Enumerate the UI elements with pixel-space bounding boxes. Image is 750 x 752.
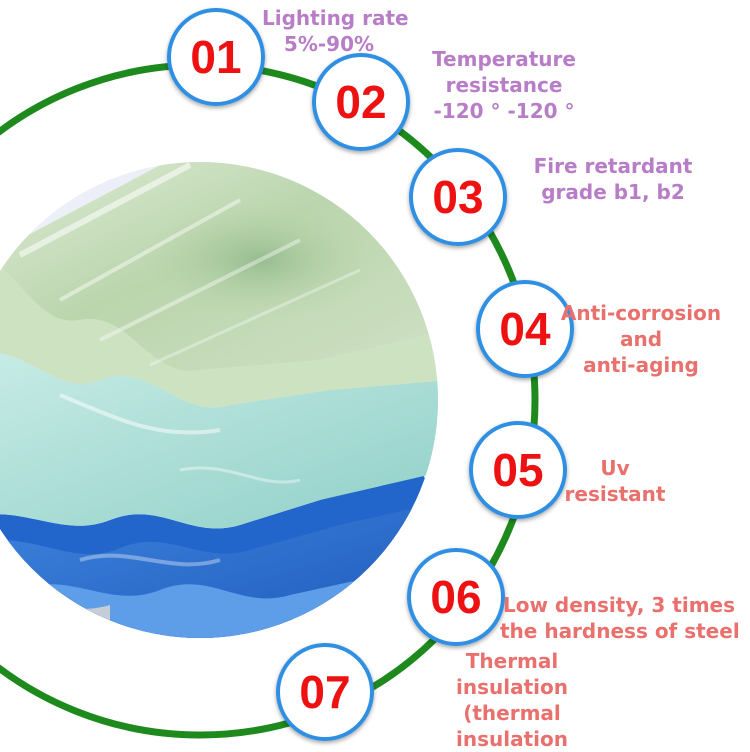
label-line: the hardness of steel — [500, 619, 740, 643]
badge-04: 04 — [476, 280, 574, 378]
label-line: resistance — [445, 73, 563, 97]
label-line: insulation — [456, 675, 568, 699]
label-line: Low density, 3 times — [502, 593, 735, 617]
badge-number: 05 — [492, 444, 544, 496]
label-line: 5%-90% — [283, 32, 375, 56]
label-line: Thermal — [465, 649, 559, 673]
badge-number: 07 — [299, 666, 351, 718]
badge-number: 02 — [335, 76, 387, 128]
label-line: Lighting rate — [262, 6, 409, 30]
label-line: -120 ° -120 ° — [433, 99, 575, 123]
label-line: anti-aging — [583, 353, 699, 377]
badge-02: 02 — [312, 53, 410, 151]
label-line: Fire retardant — [533, 154, 693, 178]
label-line: Anti-corrosion — [560, 301, 722, 325]
feature-label-05: Uv resistant — [560, 455, 670, 507]
label-line: grade b1, b2 — [541, 180, 685, 204]
feature-label-03: Fire retardant grade b1, b2 — [530, 153, 696, 205]
badge-03: 03 — [409, 148, 507, 246]
feature-label-04: Anti-corrosion and anti-aging — [556, 300, 726, 378]
label-line: (thermal — [463, 701, 561, 725]
badge-number: 06 — [430, 571, 482, 623]
badge-06: 06 — [407, 548, 505, 646]
badge-01: 01 — [167, 8, 265, 106]
badge-07: 07 — [276, 643, 374, 741]
feature-label-06: Low density, 3 times the hardness of ste… — [500, 592, 740, 644]
badge-number: 03 — [432, 171, 484, 223]
label-line: resistant — [564, 482, 666, 506]
feature-label-01: Lighting rate 5%-90% — [262, 5, 409, 57]
badge-05: 05 — [469, 421, 567, 519]
label-line: insulation — [456, 727, 568, 751]
label-line: Uv — [600, 456, 630, 480]
feature-label-02: Temperature resistance -120 ° -120 ° — [425, 46, 583, 124]
badge-number: 04 — [499, 303, 551, 355]
badge-number: 01 — [190, 31, 242, 83]
feature-label-07: Thermal insulation (thermal insulation — [452, 648, 572, 752]
label-line: and — [619, 327, 663, 351]
label-line: Temperature — [432, 47, 576, 71]
